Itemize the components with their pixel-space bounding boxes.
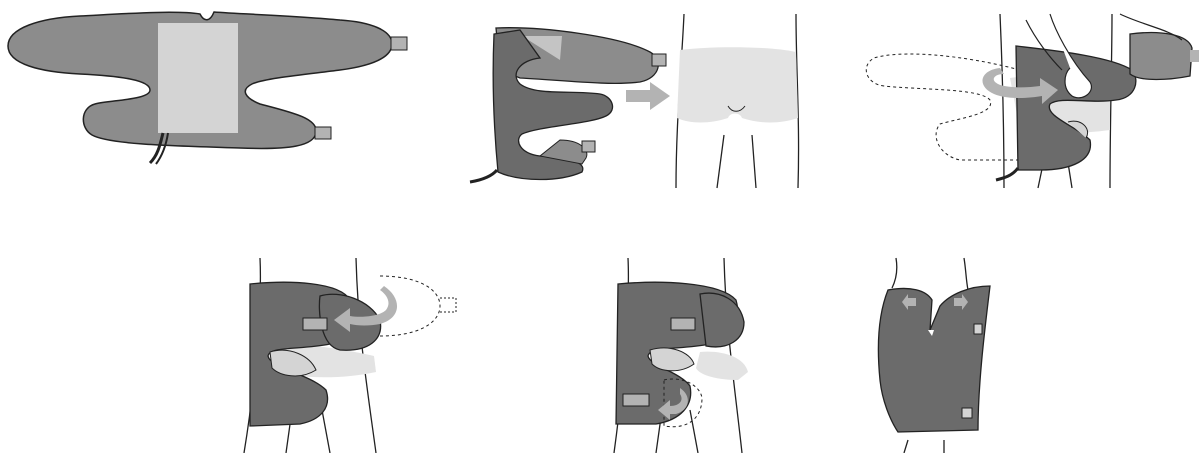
connector-tab-lower (315, 127, 331, 139)
arrow-right-icon (626, 82, 670, 110)
panel-wrap-waist-band (866, 14, 1199, 188)
velcro-tab (303, 318, 327, 330)
velcro-tab-lower (623, 394, 649, 406)
velcro-tab (671, 318, 695, 330)
panel-garment-flat (8, 12, 407, 164)
connector-tab (652, 54, 666, 66)
garment-center-panel (158, 23, 238, 133)
panel-wrap-thigh-flap (614, 258, 748, 453)
panel-align-garment (470, 14, 799, 188)
garment-finished-shape (878, 286, 990, 432)
panel-finished-fit (878, 258, 990, 453)
panel-close-hip-flap (244, 258, 456, 453)
connector-tab-upper (391, 37, 407, 50)
